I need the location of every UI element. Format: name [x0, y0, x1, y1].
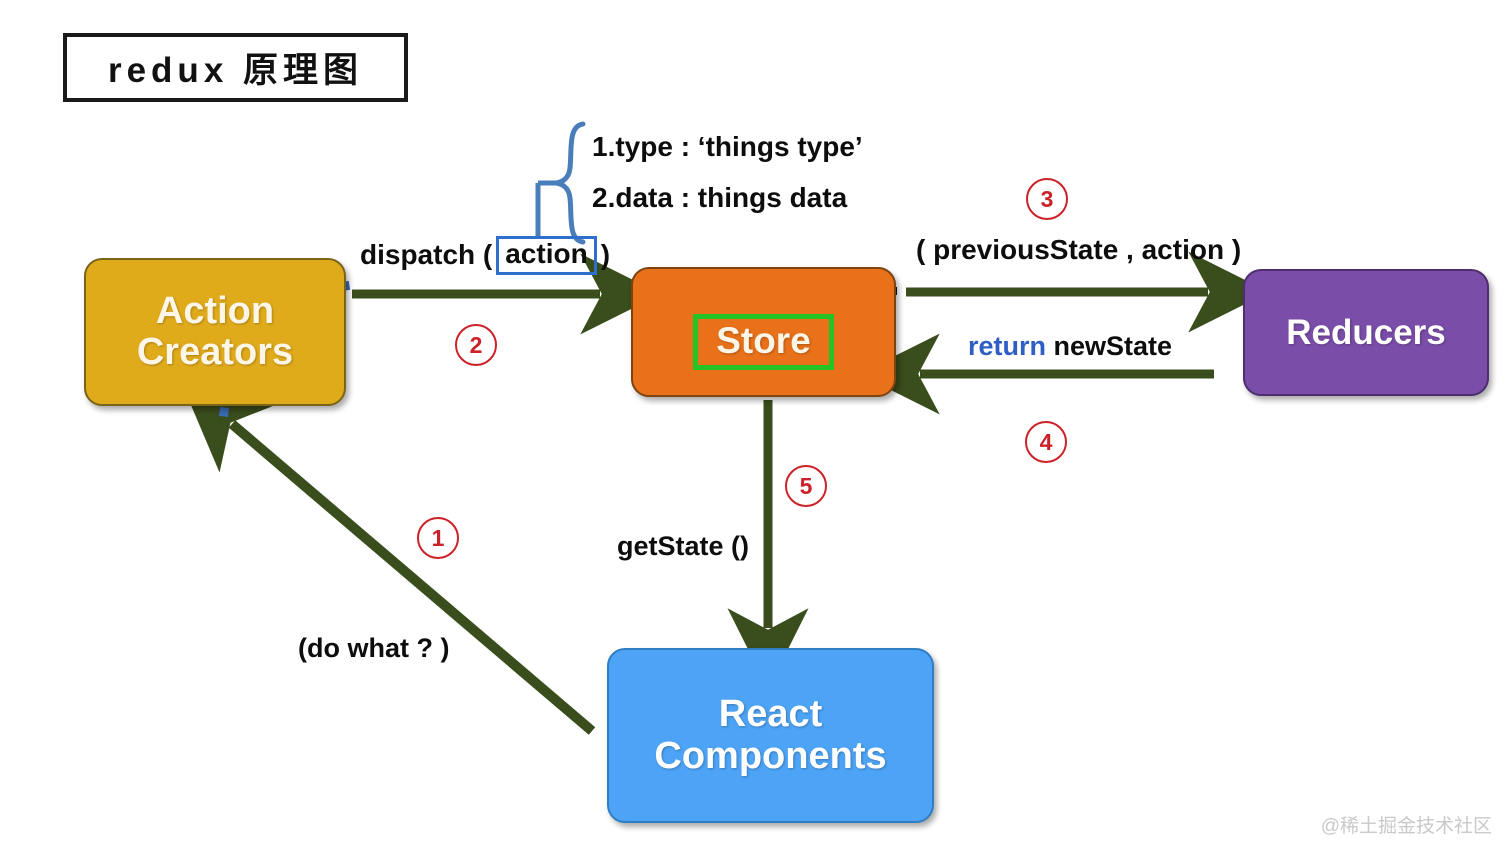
do-what-label: (do what ? ): [298, 633, 450, 663]
node-store-label: Store: [716, 319, 811, 361]
action-field-type: 1.type : ‘things type’: [592, 131, 863, 162]
node-store[interactable]: Store: [631, 267, 896, 397]
step-badge-2: 2: [455, 324, 497, 366]
node-react-components-label: React Components: [654, 693, 887, 777]
store-highlight-box: Store: [693, 313, 834, 371]
return-newstate-label: return newState: [968, 331, 1172, 362]
node-action-creators-label: Action Creators: [136, 289, 294, 373]
node-action-creators[interactable]: Action Creators: [84, 258, 346, 406]
action-chip: action: [496, 236, 597, 275]
brace-blue: [555, 121, 586, 245]
watermark: @稀土掘金技术社区: [1320, 816, 1492, 837]
arrow-do-what: [180, 379, 596, 735]
page-title-box: redux 原理图: [63, 33, 408, 102]
action-field-data: 2.data : things data: [592, 182, 848, 213]
page-title: redux 原理图: [107, 51, 364, 90]
node-react-components[interactable]: React Components: [607, 648, 934, 823]
dispatch-suffix: ): [600, 239, 611, 271]
node-reducers-label: Reducers: [1286, 312, 1446, 352]
return-keyword: return: [968, 331, 1047, 361]
return-value: newState: [1053, 331, 1173, 361]
step-badge-4: 4: [1025, 421, 1067, 463]
step-badge-5: 5: [785, 465, 827, 507]
node-reducers[interactable]: Reducers: [1243, 269, 1489, 396]
dispatch-label: dispatch ( action ): [360, 236, 610, 275]
previous-state-label: ( previousState , action ): [916, 234, 1242, 265]
dispatch-prefix: dispatch (: [360, 239, 493, 271]
getstate-label: getState (): [617, 531, 750, 561]
step-badge-1: 1: [417, 517, 459, 559]
step-badge-3: 3: [1026, 178, 1068, 220]
